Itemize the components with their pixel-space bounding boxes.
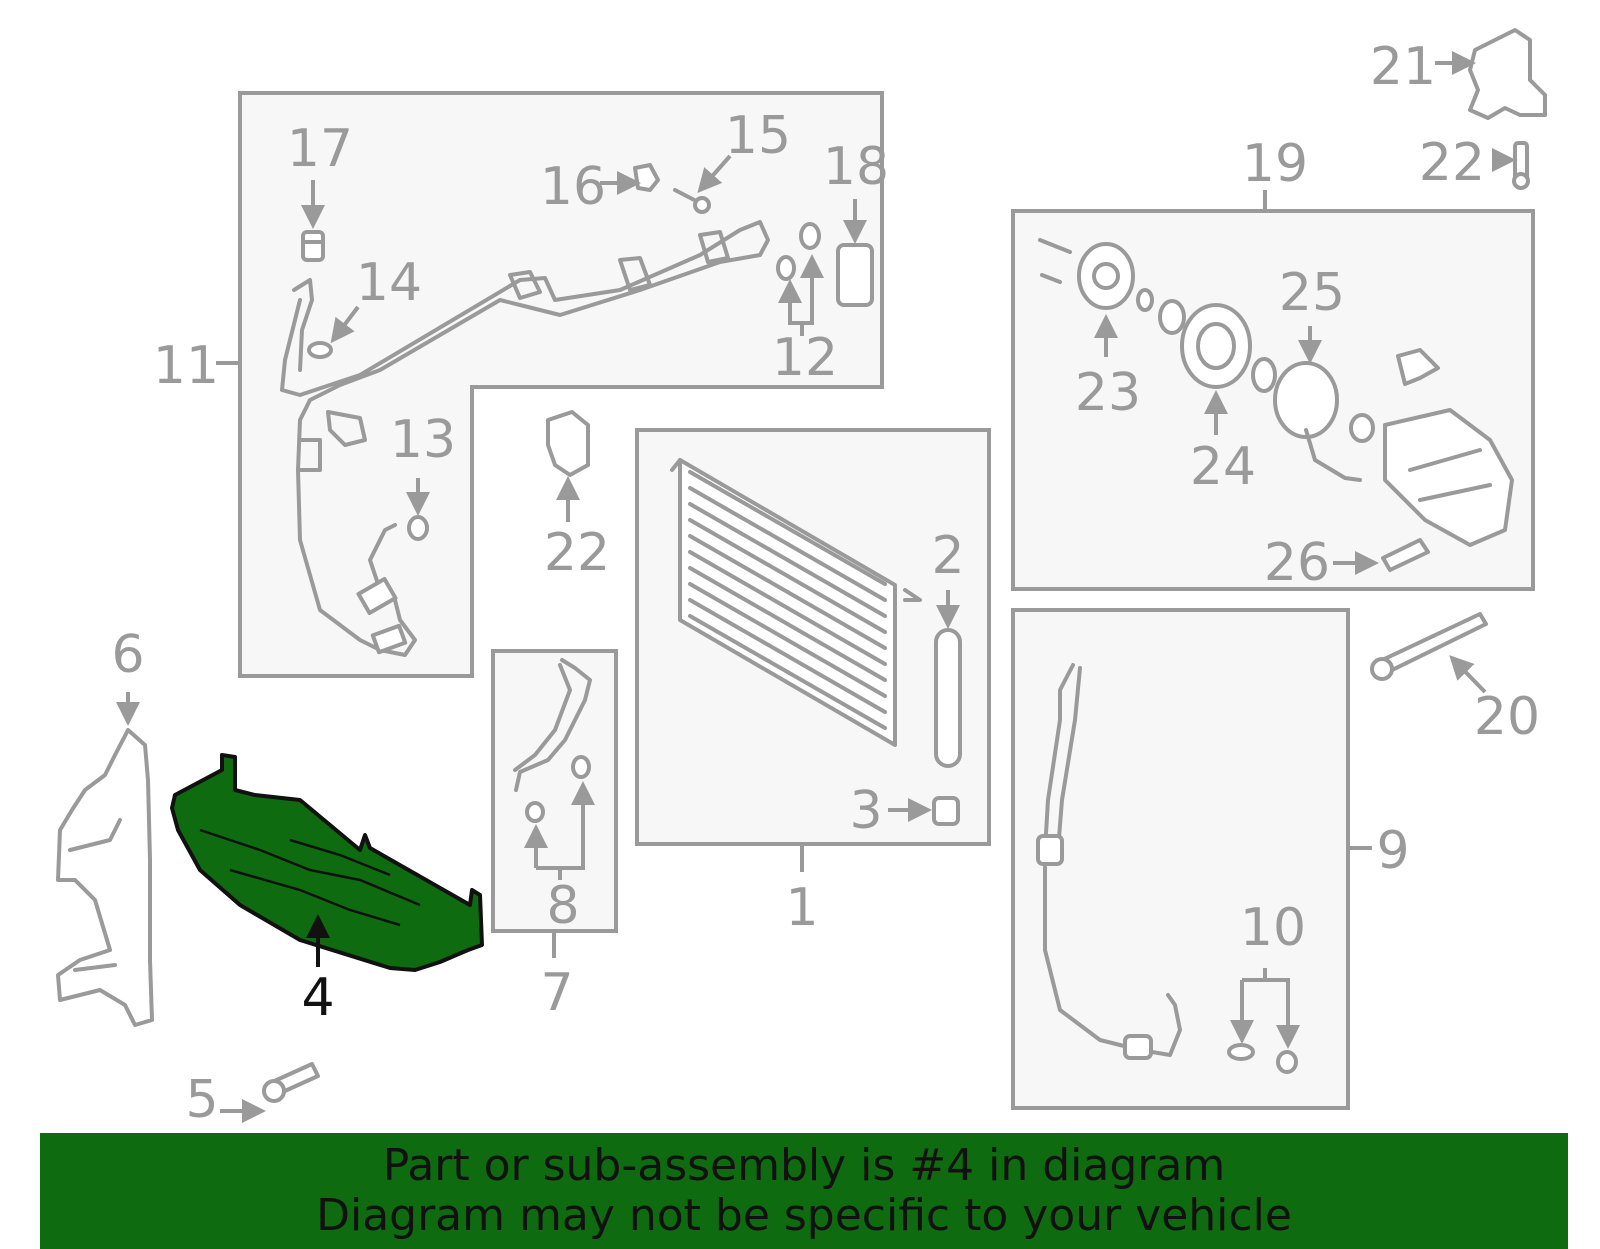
info-banner: Part or sub-assembly is #4 in diagram Di… xyxy=(40,1133,1568,1249)
callout-9: 9 xyxy=(1376,821,1409,881)
ac-pipe-assembly-drawing xyxy=(280,220,770,657)
callout-18: 18 xyxy=(823,137,889,197)
callout-5: 5 xyxy=(185,1070,218,1130)
compressor-drawing xyxy=(1038,238,1514,547)
bolt-17-drawing xyxy=(301,230,325,262)
callout-23: 23 xyxy=(1075,363,1141,423)
callout-24: 24 xyxy=(1190,437,1256,497)
callout-8: 8 xyxy=(546,876,579,936)
callout-4: 4 xyxy=(301,968,334,1028)
callout-20: 20 xyxy=(1474,687,1540,747)
washer-14-drawing xyxy=(307,341,333,359)
callout-19: 19 xyxy=(1242,134,1308,194)
banner-line-1: Part or sub-assembly is #4 in diagram xyxy=(382,1140,1226,1191)
callout-14: 14 xyxy=(356,253,422,313)
bracket-22-drawing xyxy=(546,410,590,477)
hose-9-drawing xyxy=(1036,663,1298,1074)
callout-2: 2 xyxy=(931,526,964,586)
drier-tube-2-drawing xyxy=(934,628,962,768)
pipe-7-drawing xyxy=(513,658,592,823)
bolt-15-drawing xyxy=(673,188,711,214)
switch-26-drawing xyxy=(1381,538,1430,572)
callout-16: 16 xyxy=(540,157,606,217)
receiver-drier-18-drawing xyxy=(836,243,874,307)
washers-12-drawing xyxy=(776,222,821,281)
bolt-20-drawing xyxy=(1370,612,1488,681)
air-guide-6-drawing xyxy=(56,728,154,1027)
callout-6: 6 xyxy=(111,625,144,685)
callout-7: 7 xyxy=(540,963,573,1023)
o-ring-13-drawing xyxy=(407,515,429,541)
callout-15: 15 xyxy=(725,106,791,166)
condenser-drawing xyxy=(670,458,922,747)
leader-arrows xyxy=(116,51,1516,1123)
cap-3-drawing xyxy=(932,796,960,826)
callout-1: 1 xyxy=(785,878,818,938)
undercover-4-highlighted[interactable] xyxy=(170,753,484,972)
callout-13: 13 xyxy=(390,410,456,470)
callout-labels: 1 2 3 4 5 6 7 8 9 10 11 12 13 14 15 16 1… xyxy=(111,37,1540,1130)
callout-25: 25 xyxy=(1279,263,1345,323)
callout-22-top: 22 xyxy=(1419,133,1485,193)
callout-3: 3 xyxy=(849,781,882,841)
banner-line-2: Diagram may not be specific to your vehi… xyxy=(316,1190,1292,1241)
callout-22-middle: 22 xyxy=(544,523,610,583)
bolt-22-top-drawing xyxy=(1512,141,1530,190)
callout-11: 11 xyxy=(153,336,219,396)
callout-10: 10 xyxy=(1240,898,1306,958)
callout-21: 21 xyxy=(1370,37,1436,97)
bolt-5-drawing xyxy=(262,1062,320,1103)
callout-12: 12 xyxy=(772,328,838,388)
callout-26: 26 xyxy=(1264,533,1330,593)
callout-17: 17 xyxy=(287,119,353,179)
bracket-21-drawing xyxy=(1468,28,1547,120)
